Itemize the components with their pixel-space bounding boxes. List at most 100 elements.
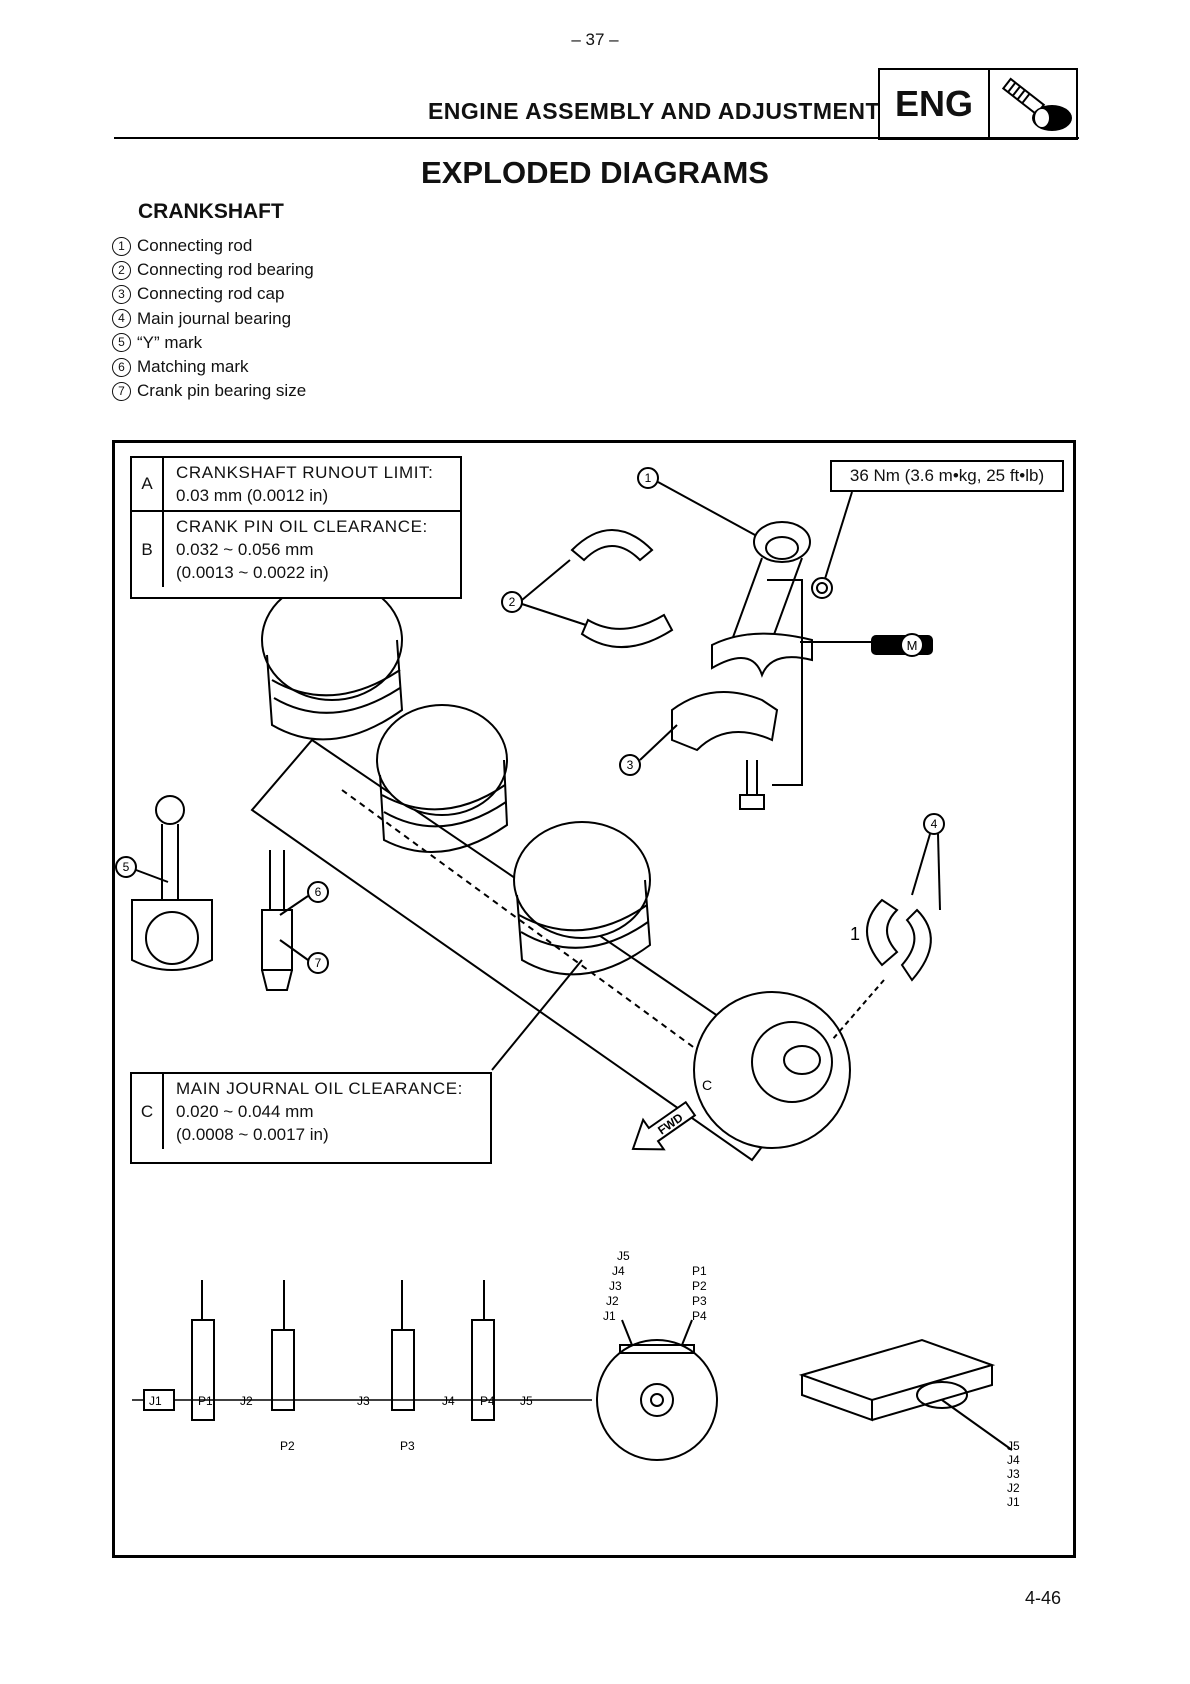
crank-web-end-view [596,1319,718,1461]
moly-oil-icon [800,633,933,657]
callout-5 [115,856,169,883]
legend-number: 7 [112,381,131,401]
journal-labels: J1 J2 J3 J4 J5 P1 P2 P3 P4 [149,1394,533,1453]
connecting-rod-bearing-drawing [570,529,674,649]
mark-c-label: C [702,1077,712,1093]
subsection-heading: CRANKSHAFT [138,200,284,223]
callout-6-number: 6 [315,885,322,899]
bearing-leader [831,979,885,1041]
legend-item: 3 Connecting rod cap [112,282,314,306]
callout-7 [279,939,329,974]
diagram-frame [112,440,1076,1558]
rod-y-mark-detail [131,795,213,971]
crankcase-end-view [798,1338,1013,1451]
mark-1-label: 1 [850,924,860,944]
m-symbol: M [907,638,918,653]
callout-4-number: 4 [931,817,938,831]
legend-label: Connecting rod cap [137,284,285,304]
callout-2 [501,559,587,626]
legend-item: 1 Connecting rod [112,234,314,258]
pin-label: P1 [692,1264,707,1278]
callout-6 [279,881,329,916]
spec-key: A [132,458,164,510]
spec-row-c: C MAIN JOURNAL OIL CLEARANCE: 0.020 ~ 0.… [132,1074,490,1149]
legend-label: “Y” mark [137,332,203,352]
journal-label: J4 [1007,1453,1020,1467]
legend-label: Crank pin bearing size [137,381,307,401]
page-title: EXPLODED DIAGRAMS [421,155,769,190]
spec-box-runout-crankpin: A CRANKSHAFT RUNOUT LIMIT: 0.03 mm (0.00… [130,456,462,599]
crankcase-journal-labels: J5 J4 J3 J2 J1 [1007,1439,1020,1509]
bolt-bracket-line [767,579,803,786]
page-number-top: – 37 – [571,30,619,49]
journal-label: J5 [617,1249,630,1263]
callout-1 [637,467,756,536]
legend-number: 1 [112,236,131,256]
journal-label: J2 [1007,1481,1020,1495]
spec-value: 0.03 mm (0.0012 in) [176,486,329,505]
torque-spec: 36 Nm (3.6 m•kg, 25 ft•lb) [830,460,1064,492]
piston-drawing [261,579,404,741]
spec-value: (0.0008 ~ 0.0017 in) [176,1125,329,1144]
main-journal-bearing-drawing [866,898,932,982]
journal-label: J4 [612,1264,625,1278]
engine-wrench-icon [1001,77,1072,131]
spec-box-main-journal: C MAIN JOURNAL OIL CLEARANCE: 0.020 ~ 0.… [130,1072,492,1164]
piston-drawing [376,704,509,853]
legend-item: 7 Crank pin bearing size [112,379,314,403]
pin-label: P1 [198,1394,213,1408]
legend-number: 5 [112,333,131,353]
journal-label: J2 [606,1294,619,1308]
callout-3-number: 3 [627,758,634,772]
end-view-labels: J5 J4 J3 J2 J1 P1 P2 P3 P4 [603,1249,707,1323]
pin-label: P4 [692,1309,707,1323]
legend-label: Connecting rod bearing [137,260,314,280]
legend-number: 3 [112,285,131,304]
spec-c-leader [491,959,583,1071]
spec-row-b: B CRANK PIN OIL CLEARANCE: 0.032 ~ 0.056… [132,512,460,587]
legend-label: Connecting rod [137,236,253,255]
legend-number: 6 [112,357,131,377]
callout-4 [911,813,945,911]
spec-value: 0.032 ~ 0.056 mm [176,540,314,559]
pin-label: P4 [480,1394,495,1408]
section-badge: ENG [878,68,1078,140]
callout-5-number: 5 [123,860,130,874]
journal-label: J1 [1007,1495,1020,1509]
spec-key: C [132,1074,164,1149]
legend-number: 4 [112,309,131,329]
callout-3 [619,724,678,776]
spec-title: CRANK PIN OIL CLEARANCE: [176,517,428,536]
legend-number: 2 [112,260,131,280]
rod-matching-mark-detail [261,850,293,991]
journal-label: J5 [1007,1439,1020,1453]
spec-title: CRANKSHAFT RUNOUT LIMIT: [176,463,434,482]
header-rule [114,137,1079,139]
journal-label: J5 [520,1394,533,1408]
journal-label: J1 [603,1309,616,1323]
pin-label: P2 [280,1439,295,1453]
crankshaft-side-view [132,1280,592,1421]
pin-label: P3 [400,1439,415,1453]
crankshaft-drawing [250,738,851,1162]
spec-value: (0.0013 ~ 0.0022 in) [176,563,329,582]
journal-label: J1 [149,1394,162,1408]
journal-label: J4 [442,1394,455,1408]
pin-label: P3 [692,1294,707,1308]
spec-title: MAIN JOURNAL OIL CLEARANCE: [176,1079,463,1098]
section-badge-label: ENG [880,70,990,138]
journal-label: J3 [609,1279,622,1293]
journal-label: J2 [240,1394,253,1408]
connecting-rod-drawing [711,521,833,678]
spec-key: B [132,512,164,587]
pin-label: P2 [692,1279,707,1293]
legend-item: 5 “Y” mark [112,331,314,355]
legend-item: 2 Connecting rod bearing [112,258,314,282]
spec-row-a: A CRANKSHAFT RUNOUT LIMIT: 0.03 mm (0.00… [132,458,460,512]
callout-2-number: 2 [509,595,516,609]
page-number-bottom: 4-46 [1025,1588,1062,1608]
callout-7-number: 7 [315,956,322,970]
spec-value: 0.020 ~ 0.044 mm [176,1102,314,1121]
legend-label: Matching mark [137,357,249,377]
